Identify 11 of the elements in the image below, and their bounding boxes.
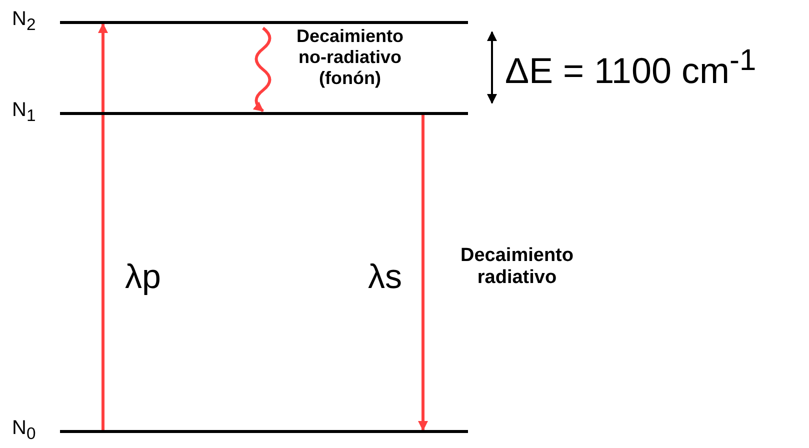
arrow bbox=[418, 115, 428, 431]
wavy-arrow bbox=[252, 26, 272, 112]
energy-level-line bbox=[60, 21, 468, 24]
level-label: N$_{0}$ bbox=[12, 417, 36, 444]
arrow bbox=[98, 23, 108, 430]
level-label: N$_{1}$ bbox=[12, 99, 36, 126]
level-label: N$_{2}$ bbox=[12, 8, 36, 35]
energy-gap-label: ΔE = 1100 cm$^{-1}$ bbox=[505, 44, 756, 92]
annotation-label: Decaimiento radiativo bbox=[460, 245, 574, 289]
energy-level-line bbox=[60, 112, 468, 115]
energy-level-line bbox=[60, 430, 468, 433]
